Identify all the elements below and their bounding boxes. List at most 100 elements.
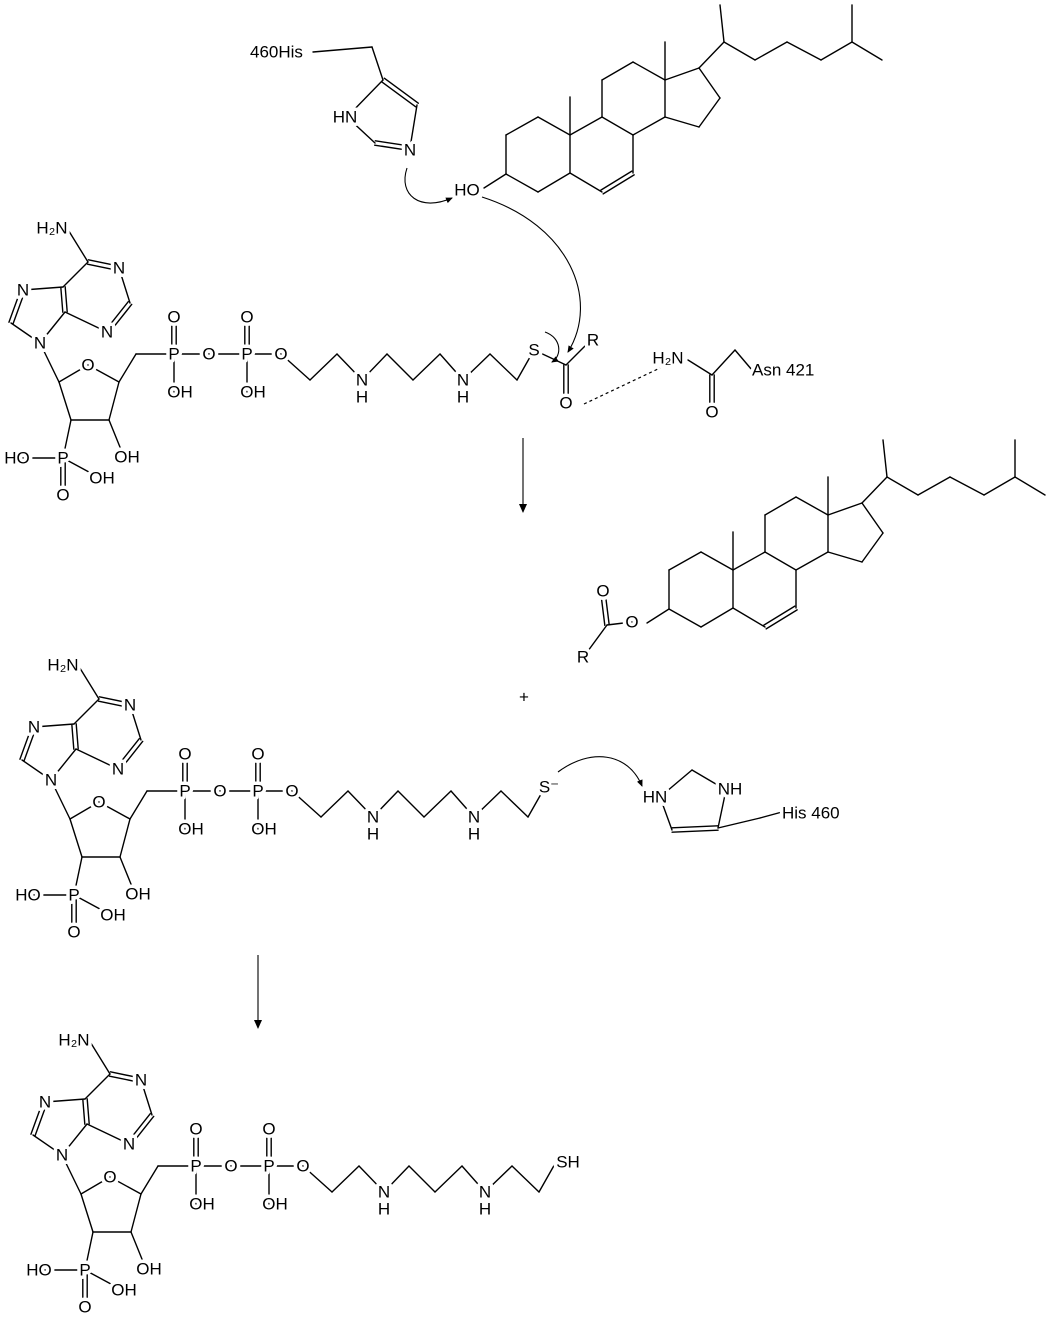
coa1-chain-bond: [309, 353, 338, 381]
asn421-label: Asn 421: [752, 361, 814, 380]
cholesterol-ho-label: HO: [454, 181, 480, 200]
coa1-p2-oxo-label: O: [240, 308, 253, 327]
single-bond: [130, 1193, 142, 1233]
coa3-p3-oxo-label: O: [78, 1298, 91, 1317]
coa3-amine1-n-label: N: [378, 1183, 390, 1202]
ester-r-label: R: [577, 648, 589, 667]
coa1-p1-label: P: [168, 345, 179, 364]
his460-bottom-nh-label: NH: [718, 780, 743, 799]
single-bond: [50, 748, 77, 781]
coa3-p2-oh-label: OH: [262, 1195, 288, 1214]
coa3-chain-bond: [484, 1165, 513, 1193]
coa1-p3-label: P: [57, 449, 68, 468]
coa1-c2-n3-bond: [104, 300, 129, 332]
cholesteryl-ester-ring-bond: [886, 476, 919, 496]
coa3-p3-label: P: [79, 1261, 90, 1280]
coa3-chain-bond: [434, 1165, 463, 1193]
single-bond: [140, 1079, 153, 1116]
single-bond: [61, 1154, 82, 1195]
coa1-chain-bond: [361, 353, 388, 381]
coa3-p1-label: P: [190, 1157, 201, 1176]
cholesterol-c21-methyl: [719, 4, 725, 43]
coa3-chain-bond: [408, 1165, 436, 1193]
single-bond: [584, 624, 608, 656]
coa1-c6-n1-bond-second-line: [87, 259, 119, 267]
coa3-chain-bond: [461, 1165, 486, 1193]
his460-bottom-hn-label: HN: [643, 788, 668, 807]
arrow-his-deprotonates-oh: [404, 167, 453, 204]
ester-carbonyl-bond-second-line: [600, 592, 606, 626]
ester-carbonyl-o-label: O: [596, 582, 609, 601]
single-bond: [62, 261, 89, 288]
coa3-p2-oxo-label: O: [262, 1120, 275, 1139]
coa2-chain-bond: [473, 790, 502, 818]
cholesteryl-ester-ring-bond: [917, 476, 951, 496]
coa2-amine-bond: [77, 664, 100, 700]
coa2-c2-n3-bond: [115, 737, 140, 769]
coa2-c4-c5-bond: [75, 723, 79, 750]
single-bond: [73, 856, 83, 896]
coa3-c6-n1-bond: [108, 1075, 140, 1083]
cholesteryl-ester-ring-bond: [795, 551, 829, 571]
coa1-chain-bond: [489, 353, 518, 381]
coa3-amine2-h-label: H: [479, 1200, 491, 1219]
cholesterol-ring-bond: [601, 61, 634, 81]
coa1-p3-oxo-label: O: [56, 486, 69, 505]
imidazole-n-label: N: [404, 141, 416, 160]
single-bond: [759, 811, 783, 819]
coa1-c2-n3-bond-second-line: [108, 303, 133, 335]
coa2-bridge-o-label: O: [213, 782, 226, 801]
single-bond: [69, 801, 100, 820]
coa2-amine2-h-label: H: [468, 825, 480, 844]
coa1-bridge-o-label: O: [202, 345, 215, 364]
coa3-chain-bond: [511, 1165, 540, 1193]
cholesterol-ring-bond: [505, 173, 539, 193]
coa2-p2-oh-label: OH: [251, 820, 277, 839]
imidazole-c2-n3-bond-second-line: [374, 140, 410, 147]
single-bond: [62, 419, 72, 459]
single-bond: [346, 116, 376, 144]
coa2-chain-bond: [500, 790, 529, 818]
single-bond: [22, 286, 64, 291]
coa1-amine-label: H₂N: [36, 219, 67, 238]
single-bond: [109, 1176, 142, 1195]
hydrogen-bond-dashed-line: [583, 367, 661, 405]
cholesteryl-ester-ring-bond: [764, 496, 797, 516]
coa2-p3-ho-label: HO: [15, 886, 41, 905]
single-bond: [84, 1073, 111, 1100]
coa2-ester-o-label: O: [285, 782, 298, 801]
coa2-chain-bond: [372, 790, 399, 818]
coa3-amine2-n-label: N: [479, 1183, 491, 1202]
cholesteryl-ester-ring-bond: [949, 476, 985, 496]
coa3-p3-ho-label: HO: [26, 1261, 52, 1280]
coa3-p3-oh-label: OH: [111, 1281, 137, 1300]
single-bond: [44, 1098, 86, 1103]
coa3-n1-label: N: [135, 1071, 147, 1090]
single-bond: [659, 769, 693, 798]
coa1-chain-bond: [412, 353, 441, 381]
coa1-p2-label: P: [241, 345, 252, 364]
single-bond: [118, 353, 137, 383]
cholesteryl-ester-ring-bond: [827, 502, 863, 516]
single-bond: [21, 759, 52, 781]
cholesteryl-ester-ring-bond: [732, 607, 766, 628]
cholesterol-ring-bond: [723, 41, 756, 61]
coa3-c2-n3-bond: [126, 1112, 151, 1144]
thioester-s-label: S: [528, 341, 539, 360]
coa2-ribose-o-label: O: [92, 793, 105, 812]
single-bond: [659, 796, 673, 831]
cholesteryl-ester-ring-bond: [668, 608, 702, 628]
ester-o-bond: [646, 608, 670, 624]
coa2-c4-c5-bond-second-line: [71, 723, 75, 750]
single-bond: [84, 1231, 94, 1271]
coa3-c4-c5-bond: [86, 1098, 90, 1125]
carbonyl-o-label: O: [559, 394, 572, 413]
cholesteryl-ester-ring-bond: [700, 551, 734, 571]
asn-carbonyl-o-label: O: [705, 403, 718, 422]
ester-o-label: O: [625, 613, 638, 632]
coa3-c2-n3-bond-second-line: [130, 1115, 155, 1147]
coa2-c6-n1-bond-second-line: [98, 696, 130, 704]
coa2-chain-bond: [397, 790, 425, 818]
cholesteryl-ester-c21-methyl: [882, 439, 888, 478]
coa3-n7-label: N: [39, 1093, 51, 1112]
